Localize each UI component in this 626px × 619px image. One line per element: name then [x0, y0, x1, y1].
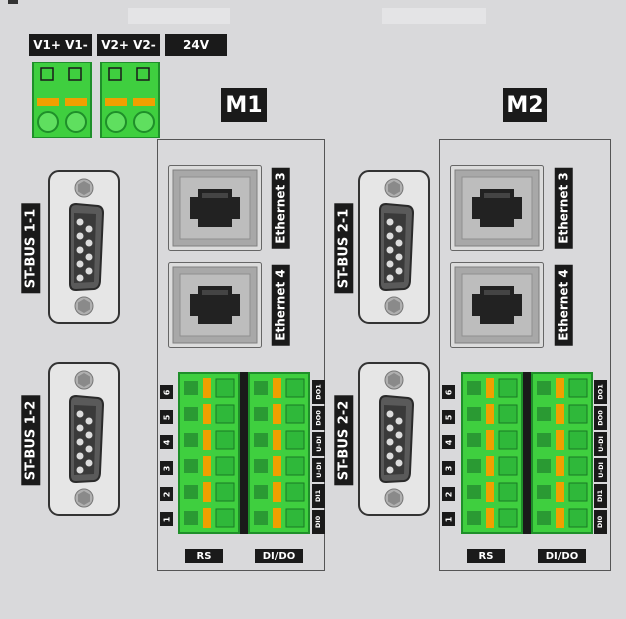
module-1-frame	[157, 139, 325, 571]
module-2-ethernet-3-port[interactable]	[450, 165, 544, 251]
module-2-ethernet-3-label: Ethernet 3	[551, 165, 577, 251]
module-2-dio-label: U-DI	[594, 432, 607, 456]
module-1-dio-label: DO0	[312, 406, 325, 430]
power-v2-label: V2+ V2-	[97, 34, 160, 56]
stbus-2-1-port[interactable]	[358, 170, 430, 324]
power-connector-v1[interactable]	[31, 62, 93, 138]
power-v1-label: V1+ V1-	[29, 34, 92, 56]
module-2-ethernet-4-port[interactable]	[450, 262, 544, 348]
stbus-2-2-port[interactable]	[358, 362, 430, 516]
module-2-rs-pin-label: 1	[442, 512, 455, 526]
module-2-rs-label: RS	[467, 549, 505, 563]
stbus-1-1-label: ST-BUS 1-1	[20, 188, 42, 308]
top-bar-left	[128, 8, 230, 24]
top-edge-mark	[8, 0, 18, 4]
module-2-dido-terminal[interactable]	[531, 372, 593, 534]
module-1-title: M1	[221, 88, 267, 122]
module-2-terminal-gap	[523, 372, 531, 534]
module-2-rs-terminal[interactable]	[461, 372, 523, 534]
module-1-rs-terminal[interactable]	[178, 372, 240, 534]
module-2-ethernet-4-label: Ethernet 4	[551, 262, 577, 348]
module-1-rs-label: RS	[185, 549, 223, 563]
module-1-rs-pin-label: 1	[160, 512, 173, 526]
module-1-dido-label: DI/DO	[255, 549, 303, 563]
module-1-ethernet-4-label: Ethernet 4	[268, 262, 294, 348]
module-1-rs-pin-label: 5	[160, 410, 173, 424]
module-2-rs-pin-label: 2	[442, 487, 455, 501]
module-2-frame	[439, 139, 611, 571]
stbus-2-2-label: ST-BUS 2-2	[333, 380, 355, 500]
module-1-rs-pin-label: 6	[160, 385, 173, 399]
module-2-dio-label: DI0	[594, 510, 607, 534]
module-1-rs-pin-label: 2	[160, 487, 173, 501]
module-2-rs-pin-label: 5	[442, 410, 455, 424]
module-2-rs-pin-label: 6	[442, 385, 455, 399]
power-connector-v2[interactable]	[99, 62, 161, 138]
stbus-1-1-port[interactable]	[48, 170, 120, 324]
module-2-dio-label: U-DI	[594, 458, 607, 482]
module-1-ethernet-3-label: Ethernet 3	[268, 165, 294, 251]
module-2-title: M2	[503, 88, 547, 122]
module-1-dio-label: DI0	[312, 510, 325, 534]
module-1-dio-label: U-DI	[312, 458, 325, 482]
module-2-dio-label: DI1	[594, 484, 607, 508]
power-24v-label: 24V	[165, 34, 227, 56]
stbus-1-2-label: ST-BUS 1-2	[20, 380, 42, 500]
module-1-dido-terminal[interactable]	[248, 372, 310, 534]
module-2-dio-label: DO1	[594, 380, 607, 404]
module-1-dio-label: DO1	[312, 380, 325, 404]
module-2-dio-label: DO0	[594, 406, 607, 430]
module-1-rs-pin-label: 4	[160, 435, 173, 449]
module-1-terminal-gap	[240, 372, 248, 534]
module-1-ethernet-3-port[interactable]	[168, 165, 262, 251]
module-2-rs-pin-label: 4	[442, 435, 455, 449]
module-1-ethernet-4-port[interactable]	[168, 262, 262, 348]
top-bar-right	[382, 8, 486, 24]
module-2-dido-label: DI/DO	[538, 549, 586, 563]
stbus-2-1-label: ST-BUS 2-1	[333, 188, 355, 308]
module-1-rs-pin-label: 3	[160, 461, 173, 475]
module-1-dio-label: U-DI	[312, 432, 325, 456]
module-1-dio-label: DI1	[312, 484, 325, 508]
module-2-rs-pin-label: 3	[442, 461, 455, 475]
stbus-1-2-port[interactable]	[48, 362, 120, 516]
